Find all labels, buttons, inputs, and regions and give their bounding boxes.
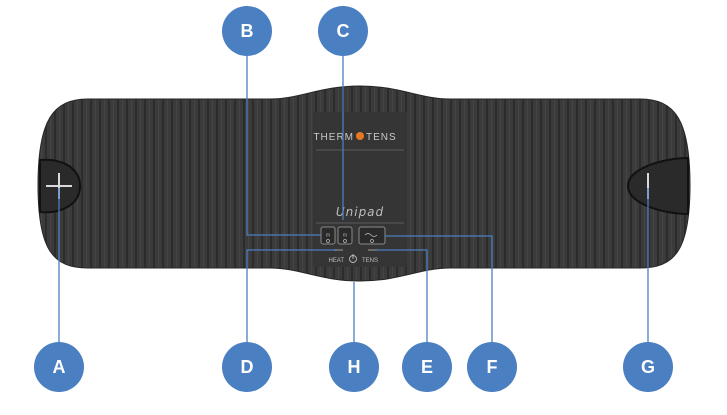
callout-h-letter: H xyxy=(348,357,361,377)
brand-right-text: TENS xyxy=(366,132,397,143)
svg-text:ᵐ: ᵐ xyxy=(326,233,330,240)
callout-d: D xyxy=(222,342,272,392)
tens-button[interactable] xyxy=(358,226,386,245)
callout-g: G xyxy=(623,342,673,392)
leader-e xyxy=(377,249,428,350)
leader-d xyxy=(246,249,336,350)
heat-button-2[interactable]: ᵐ xyxy=(337,226,353,245)
callout-a-letter: A xyxy=(53,357,66,377)
callout-e-letter: E xyxy=(421,357,433,377)
callout-g-letter: G xyxy=(641,357,655,377)
tens-label: TENS xyxy=(362,258,378,264)
leader-b xyxy=(246,56,321,236)
model-name: Unipad xyxy=(336,205,384,219)
callout-b-letter: B xyxy=(241,21,254,41)
brand-left-text: THERM xyxy=(313,132,354,143)
heat-indicator-light xyxy=(334,249,343,251)
heat-button-1[interactable]: ᵐ xyxy=(320,226,336,245)
callout-c-letter: C xyxy=(337,21,350,41)
leader-lines xyxy=(58,56,649,350)
callout-d-letter: D xyxy=(241,357,254,377)
svg-text:ᵐ: ᵐ xyxy=(343,233,347,240)
callout-e: E xyxy=(402,342,452,392)
heat-label: HEAT xyxy=(328,258,344,264)
callout-h: H xyxy=(329,342,379,392)
callout-c: C xyxy=(318,6,368,56)
brand-dot xyxy=(356,132,364,140)
callout-f-letter: F xyxy=(487,357,498,377)
plus-button[interactable] xyxy=(39,158,82,214)
callout-f: F xyxy=(467,342,517,392)
power-icon[interactable] xyxy=(349,254,357,263)
callout-a: A xyxy=(34,342,84,392)
leader-f xyxy=(385,235,493,350)
tens-indicator-light xyxy=(368,249,377,251)
callout-b: B xyxy=(222,6,272,56)
